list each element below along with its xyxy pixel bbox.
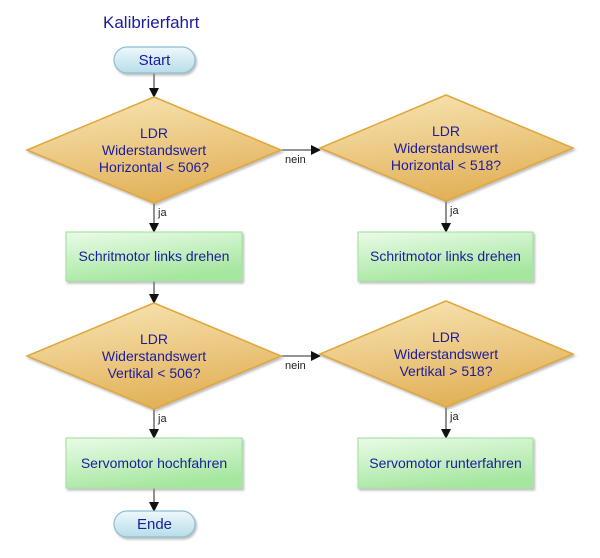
decision-vertical-518 bbox=[318, 300, 575, 408]
edge-label-d4-ja: ja bbox=[450, 411, 459, 423]
process-servo-down bbox=[357, 437, 534, 489]
edge-label-d1-ja: ja bbox=[158, 207, 167, 219]
process-stepper-left-2 bbox=[357, 231, 534, 282]
edge-label-d3-nein: nein bbox=[285, 360, 306, 372]
edge-label-d2-ja: ja bbox=[450, 205, 459, 217]
diagram-title: Kalibrierfahrt bbox=[103, 13, 200, 32]
edge-label-d3-ja: ja bbox=[158, 413, 167, 425]
decision-vertical-506 bbox=[25, 302, 283, 410]
decision-horizontal-518 bbox=[318, 94, 575, 202]
start-terminal bbox=[113, 46, 196, 74]
process-stepper-left-1 bbox=[65, 231, 243, 282]
edge-label-d1-nein: nein bbox=[285, 154, 306, 166]
end-terminal bbox=[113, 510, 196, 538]
process-servo-up bbox=[65, 437, 243, 489]
decision-horizontal-506 bbox=[25, 96, 283, 204]
